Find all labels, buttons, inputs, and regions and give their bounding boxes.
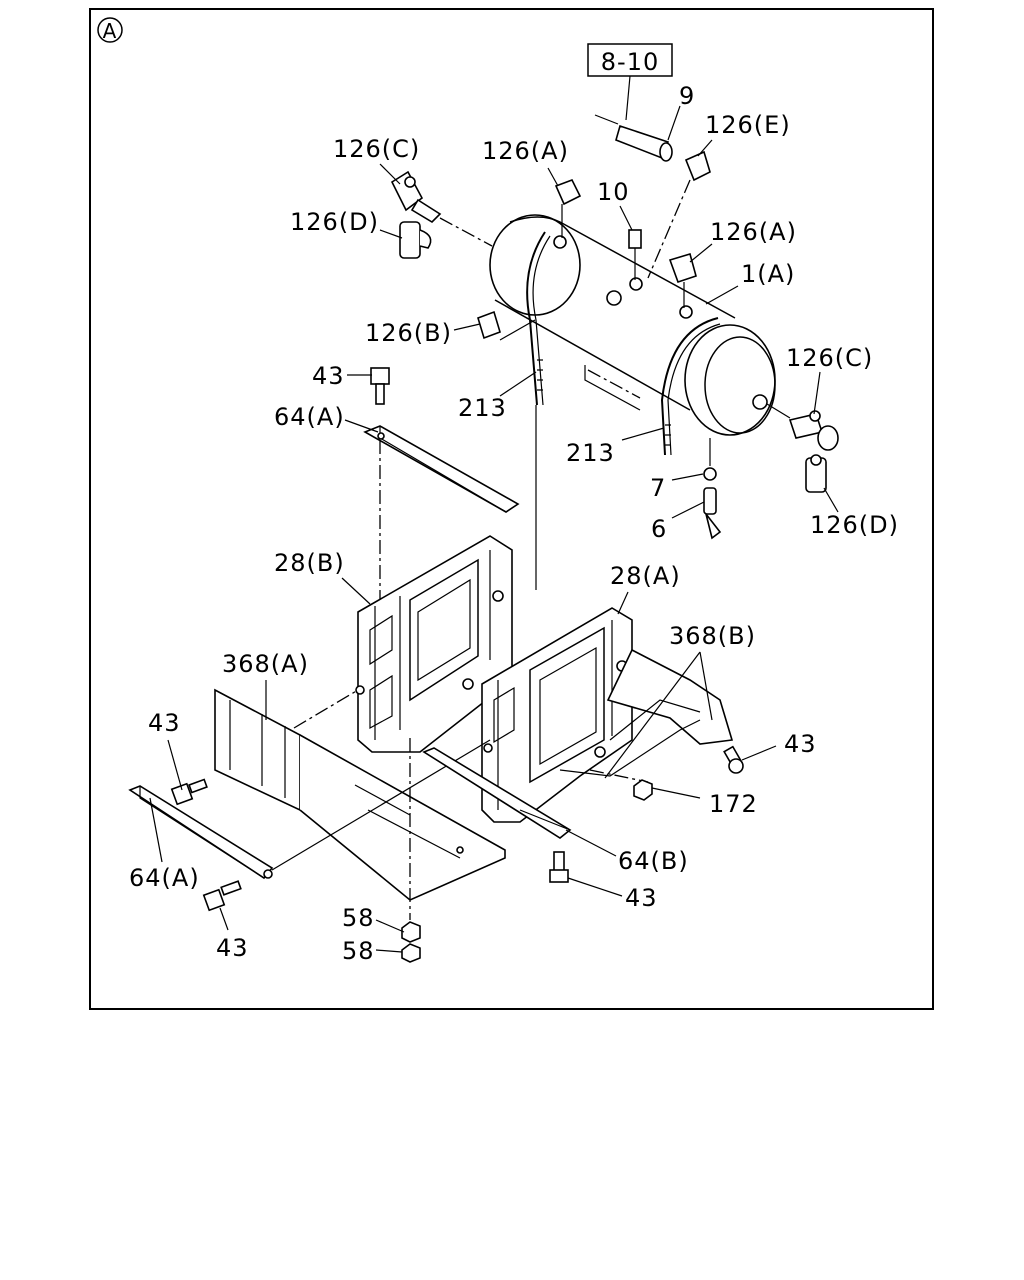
fitting-126a-top	[554, 178, 582, 238]
callout-58-a: 58	[342, 904, 375, 932]
fitting-126a-right	[668, 252, 697, 308]
frame-28b	[355, 535, 513, 753]
fitting-10	[628, 229, 642, 280]
fitting-126d-left	[399, 221, 432, 259]
callout-10: 10	[597, 178, 630, 206]
nut-172	[633, 779, 653, 801]
bracket-368b	[559, 648, 734, 777]
air-tank	[489, 214, 776, 436]
bracket-64a-top	[363, 425, 520, 513]
callout-126c-top: 126(C)	[333, 135, 420, 163]
bracket-64a-bottom	[128, 785, 274, 880]
callout-43-mid: 43	[625, 884, 658, 912]
callout-58-b: 58	[342, 937, 375, 965]
callout-64a-top: 64(A)	[274, 403, 345, 431]
fitting-126e	[647, 150, 711, 279]
callout-43-bottom: 43	[216, 934, 249, 962]
bolt-43-left	[170, 778, 208, 806]
bracket-368a	[214, 688, 506, 901]
callout-43-top: 43	[312, 362, 345, 390]
callout-126d-left: 126(D)	[290, 208, 379, 236]
view-marker-label: A	[103, 19, 118, 43]
callout-126a-right: 126(A)	[710, 218, 797, 246]
fitting-126c-top	[390, 170, 442, 224]
callout-126c-right: 126(C)	[786, 344, 873, 372]
callout-126a-top: 126(A)	[482, 137, 569, 165]
callout-368b: 368(B)	[669, 622, 756, 650]
bolt-43-mid	[549, 851, 569, 883]
reference-box-label: 8-10	[601, 48, 659, 76]
leader-lines	[149, 105, 839, 953]
reference-box: 8-10	[587, 43, 673, 121]
callout-126d-right: 126(D)	[810, 511, 899, 539]
diagram-frame	[89, 8, 934, 1010]
callout-126b: 126(B)	[365, 319, 452, 347]
callout-368a: 368(A)	[222, 650, 309, 678]
callout-43-left: 43	[148, 709, 181, 737]
callout-28b: 28(B)	[274, 549, 345, 577]
callout-43-right: 43	[784, 730, 817, 758]
nut-58-b	[401, 943, 421, 963]
callout-172: 172	[709, 790, 758, 818]
fitting-126c-right	[766, 403, 839, 451]
callout-126e: 126(E)	[705, 111, 791, 139]
bracket-64b	[422, 747, 572, 839]
callout-64b: 64(B)	[618, 847, 689, 875]
callout-labels: 9 126(E) 126(C) 126(A) 10 126(D) 126(A) …	[129, 82, 899, 965]
fitting-9	[594, 114, 673, 162]
callout-6: 6	[651, 515, 667, 543]
callout-213-b: 213	[566, 439, 615, 467]
nut-58-a	[401, 921, 421, 943]
drain-valve-6	[703, 438, 722, 540]
callout-7: 7	[650, 474, 666, 502]
callout-1a: 1(A)	[741, 260, 795, 288]
tank-strap-right	[660, 317, 721, 456]
bolt-43-right	[723, 745, 744, 774]
callout-9: 9	[679, 82, 695, 110]
callout-28a: 28(A)	[610, 562, 681, 590]
bolt-43-bottom	[202, 880, 242, 912]
tank-strap-left	[526, 231, 551, 406]
fitting-126b	[477, 310, 536, 341]
callout-64a-bottom: 64(A)	[129, 864, 200, 892]
view-marker: A	[97, 17, 123, 43]
fitting-126d-right	[805, 454, 827, 493]
callout-213-a: 213	[458, 394, 507, 422]
bolt-43-top	[370, 367, 390, 405]
